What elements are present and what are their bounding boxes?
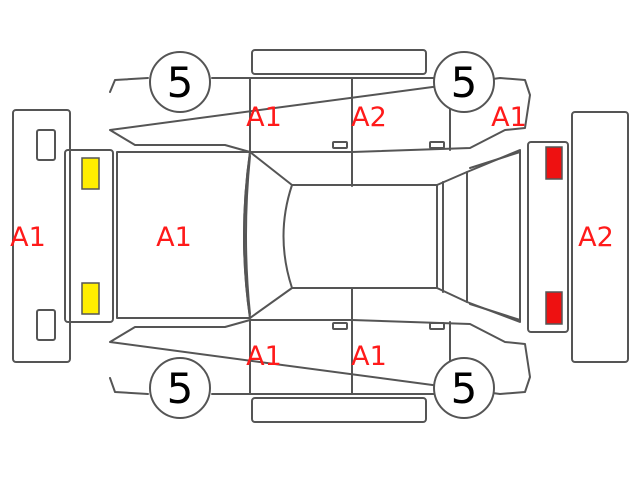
code-top-quarter: A1 [491,102,527,133]
taillamp-top [545,146,563,180]
code-bottom-front-door: A1 [246,341,282,372]
wheel-rear-left-score: 5 [451,58,478,107]
headlamp-top [81,157,100,190]
rear-hatch [469,141,569,333]
code-top-rear-door: A2 [351,102,387,133]
wheel-front-left: 5 [149,51,211,113]
cabin [243,149,521,323]
wheel-rear-left: 5 [433,51,495,113]
front-bumper [12,109,71,363]
code-front-bumper: A1 [10,222,46,253]
code-top-front-door: A1 [246,102,282,133]
bottom-side-profile [109,287,531,423]
taillamp-bottom [545,291,563,325]
front-panel [64,149,114,323]
wheel-rear-right-score: 5 [451,364,478,413]
wheel-front-left-score: 5 [167,58,194,107]
code-hood: A1 [156,222,192,253]
code-rear-bumper: A2 [578,222,614,253]
wheel-front-right-score: 5 [167,364,194,413]
top-side-profile [109,49,531,187]
wheel-rear-right: 5 [433,357,495,419]
code-bottom-rear-door: A1 [351,341,387,372]
wheel-front-right: 5 [149,357,211,419]
rear-bumper [571,111,629,363]
headlamp-bottom [81,282,100,315]
